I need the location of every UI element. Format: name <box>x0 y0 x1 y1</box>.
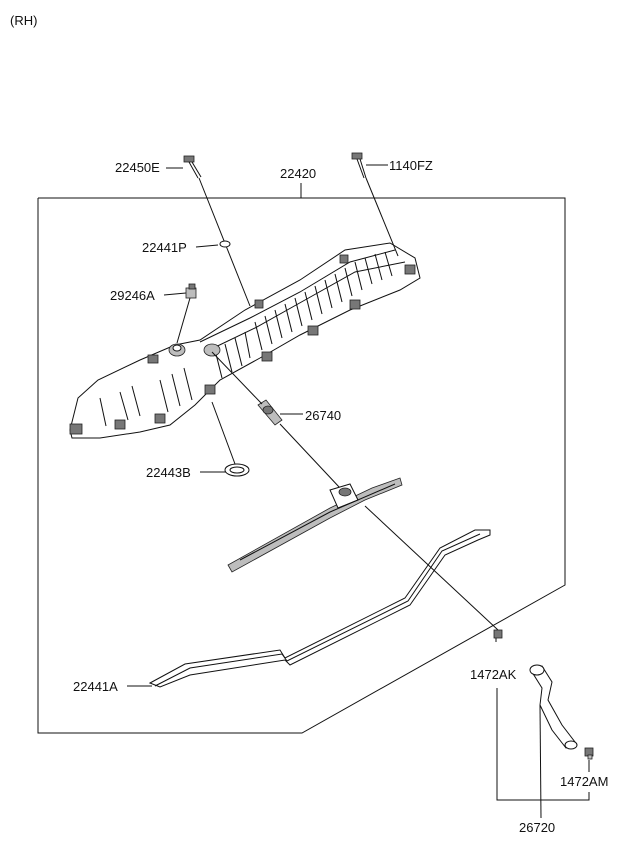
bolt-22450E <box>183 155 202 179</box>
guide-29246A <box>176 297 191 344</box>
guide-26740-a <box>211 351 263 405</box>
label-26740: 26740 <box>305 408 341 423</box>
gasket-22441A <box>148 529 491 688</box>
leader-22441P <box>195 244 219 248</box>
assembly-frame <box>37 197 566 734</box>
guide-22443B <box>211 401 236 465</box>
clip-1472AM <box>584 747 594 760</box>
gasket-22443B <box>224 463 250 477</box>
label-22443B: 22443B <box>146 465 191 480</box>
guide-pcv-line <box>364 505 499 631</box>
clip-1472AK <box>493 629 503 642</box>
valve-26740 <box>257 399 283 426</box>
guide-1140FZ <box>365 177 399 257</box>
fitting-29246A <box>185 283 197 299</box>
rocker-cover <box>69 242 421 439</box>
guide-26740-b <box>279 423 341 489</box>
label-29246A: 29246A <box>110 288 155 303</box>
label-1472AK: 1472AK <box>470 667 517 682</box>
group-bracket <box>496 688 590 801</box>
side-label: (RH) <box>10 13 37 28</box>
washer-22441P <box>219 240 231 248</box>
label-22420: 22420 <box>280 166 316 181</box>
label-1472AM: 1472AM <box>560 774 608 789</box>
label-1140FZ: 1140FZ <box>389 158 433 173</box>
hose-26720 <box>529 664 578 750</box>
label-26720: 26720 <box>519 820 555 835</box>
leader-29246A <box>163 292 187 296</box>
bolt-1140FZ <box>351 152 367 179</box>
label-22441A: 22441A <box>73 679 118 694</box>
leader-26720 <box>539 704 542 819</box>
baffle-plate <box>227 477 403 573</box>
label-22441P: 22441P <box>142 240 187 255</box>
label-22450E: 22450E <box>115 160 160 175</box>
